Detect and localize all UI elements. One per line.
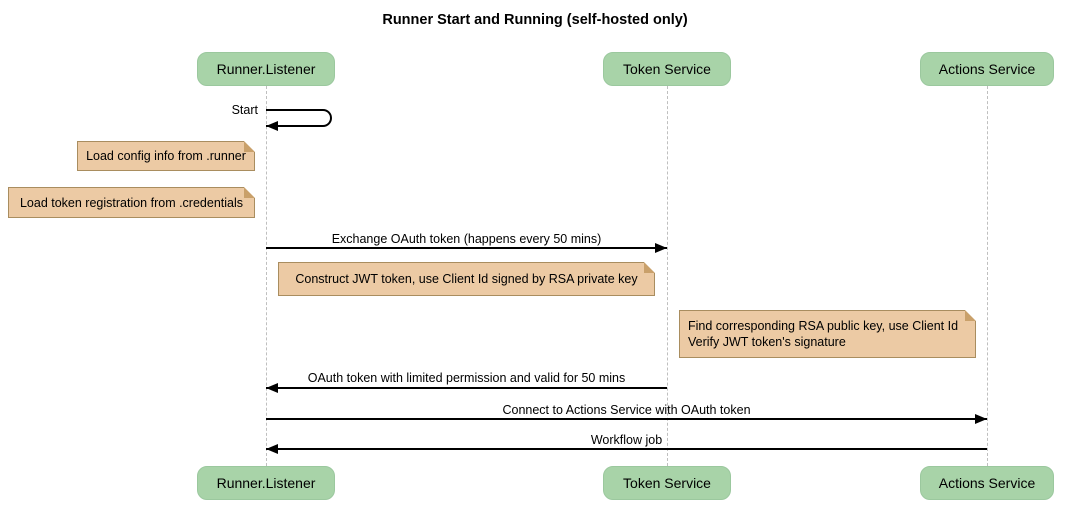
- note-text: Find corresponding RSA public key, use C…: [688, 319, 959, 349]
- note-text: Load config info from .runner: [86, 149, 246, 163]
- lifeline-runner-listener: [265, 86, 267, 466]
- message-line: [266, 448, 987, 450]
- arrowhead-right-icon: [655, 243, 667, 253]
- participant-runner-listener-bottom: Runner.Listener: [197, 466, 335, 500]
- participant-token-service-bottom: Token Service: [603, 466, 731, 500]
- arrowhead-left-icon: [266, 121, 278, 131]
- lifeline-actions-service: [986, 86, 988, 466]
- message-label-connect-actions: Connect to Actions Service with OAuth to…: [502, 403, 751, 417]
- arrowhead-left-icon: [266, 383, 278, 393]
- participant-runner-listener-top: Runner.Listener: [197, 52, 335, 86]
- message-line: [266, 387, 667, 389]
- participant-token-service-top: Token Service: [603, 52, 731, 86]
- message-label-start: Start: [231, 103, 258, 117]
- participant-actions-service-top: Actions Service: [920, 52, 1054, 86]
- self-message-loop: [266, 109, 332, 127]
- arrowhead-left-icon: [266, 444, 278, 454]
- message-line: [266, 418, 987, 420]
- note-construct-jwt: Construct JWT token, use Client Id signe…: [278, 262, 655, 296]
- note-fold-icon: [644, 262, 655, 273]
- message-label-workflow-job: Workflow job: [590, 433, 663, 447]
- message-label-oauth-token: OAuth token with limited permission and …: [307, 371, 626, 385]
- message-line: [266, 247, 667, 249]
- note-verify-jwt: Find corresponding RSA public key, use C…: [679, 310, 976, 358]
- note-fold-icon: [965, 310, 976, 321]
- note-load-config: Load config info from .runner: [77, 141, 255, 171]
- note-text: Construct JWT token, use Client Id signe…: [295, 272, 638, 286]
- lifeline-token-service: [666, 86, 668, 466]
- note-fold-icon: [244, 141, 255, 152]
- arrowhead-right-icon: [975, 414, 987, 424]
- diagram-title: Runner Start and Running (self-hosted on…: [382, 12, 688, 28]
- participant-actions-service-bottom: Actions Service: [920, 466, 1054, 500]
- message-label-exchange-oauth: Exchange OAuth token (happens every 50 m…: [331, 232, 602, 246]
- note-fold-icon: [244, 187, 255, 198]
- note-load-token-registration: Load token registration from .credential…: [8, 187, 255, 218]
- note-text: Load token registration from .credential…: [19, 195, 244, 210]
